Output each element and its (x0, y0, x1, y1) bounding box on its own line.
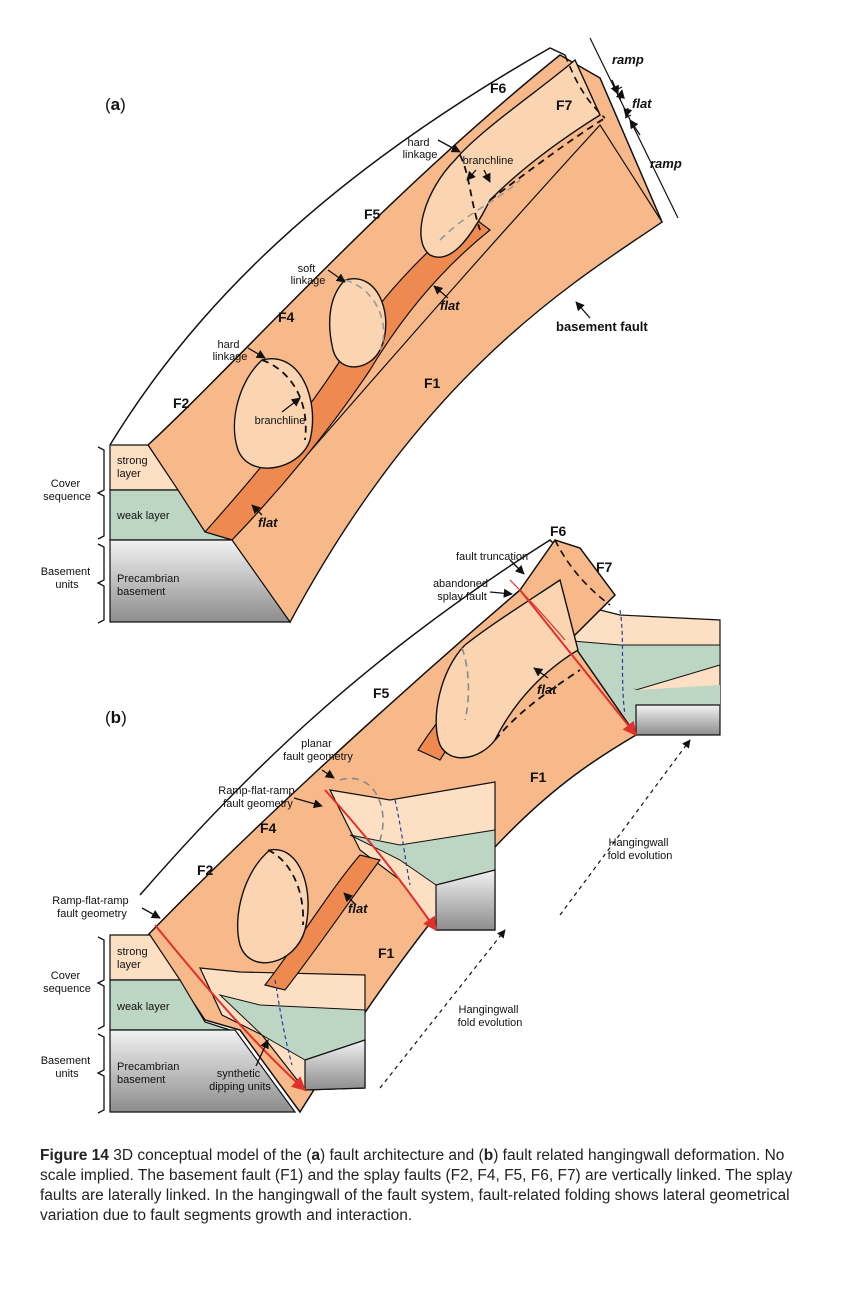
panel-b-f1-lower: F1 (378, 945, 395, 961)
panel-b-f5: F5 (373, 685, 390, 701)
panel-b-strong-layer: strong layer (117, 946, 151, 971)
panel-a-splay-f6 (420, 58, 601, 258)
panel-b-f4: F4 (260, 820, 277, 836)
panel-a-braces (96, 446, 105, 624)
panel-b-flat-lower: flat (348, 901, 368, 916)
panel-a-f7-dash (564, 54, 606, 119)
panel-a-soft-linkage: soft linkage (291, 263, 326, 287)
panel-b-rfr-left: Ramp-flat-ramp fault geometry (52, 895, 131, 920)
panel-a-hard-linkage-lower: hard linkage (213, 339, 248, 363)
panel-a-flat-dash (489, 117, 606, 201)
panel-b-flat-upper: flat (537, 682, 557, 697)
panel-b-arrows (141, 559, 549, 1067)
svg-text:(b): (b) (105, 708, 127, 727)
panel-b-fault-truncation: fault truncation (456, 551, 528, 563)
panel-a-weak-layer: weak layer (116, 510, 170, 522)
panel-b-top-outline (139, 539, 556, 896)
panel-a-f5: F5 (364, 206, 381, 222)
panel-b-cover-sequence: Cover sequence (43, 970, 91, 995)
panel-a-precambrian: Precambrian basement (117, 573, 182, 598)
panel-a-labels: (a) F6 F7 F5 F4 F2 F1 ramp flat ramp har… (41, 52, 682, 598)
panel-a-splay-f5 (328, 278, 387, 368)
panel-b-labels: (b) F6 F7 F5 F4 F2 F1 F1 fault truncatio… (41, 523, 673, 1093)
panel-a-block (109, 37, 679, 624)
panel-a-splay-f4 (233, 358, 314, 469)
panel-a-branchline-lower (261, 359, 307, 441)
panel-b-hw-fold-lower: Hangingwall fold evolution (458, 1004, 523, 1029)
panel-b-basement-units: Basement units (41, 1055, 94, 1080)
panel-a-f7: F7 (556, 97, 573, 113)
panel-a-basement-face (109, 539, 292, 623)
panel-a-arrows (247, 79, 641, 516)
panel-a-f6: F6 (490, 80, 507, 96)
figure-caption: Figure 14 3D conceptual model of the (a)… (40, 1147, 793, 1224)
panel-a-top-outline (109, 47, 566, 446)
panel-a-branchline-lower: branchline (255, 415, 306, 427)
panel-a-flat-lower: flat (258, 515, 278, 530)
panel-b-block (109, 539, 721, 1114)
panel-a-ramp-bottom: ramp (650, 156, 682, 171)
panel-b-hw-fold-upper: Hangingwall fold evolution (608, 837, 673, 862)
panel-b-splay-f4 (236, 849, 309, 964)
panel-a-branchline-top: branchline (463, 155, 514, 167)
caption-figure-label: Figure 14 (40, 1147, 109, 1164)
panel-b-weak-layer: weak layer (116, 1001, 170, 1013)
panel-a-basement-fault: basement fault (556, 319, 648, 334)
panel-a-basement-units: Basement units (41, 566, 94, 591)
panel-b-weak-layer-face (109, 979, 231, 1031)
panel-b-precambrian: Precambrian basement (117, 1061, 182, 1086)
panel-a-grey-dash-2 (439, 179, 521, 241)
panel-a-cover-sequence: Cover sequence (43, 478, 91, 503)
panel-a-f2: F2 (173, 395, 190, 411)
panel-a-hard-linkage-top: hard linkage (403, 137, 438, 161)
panel-a-strong-layer: strong layer (117, 455, 151, 480)
panel-a-footwall-face (231, 124, 663, 624)
panel-b-basement-face (109, 1029, 297, 1113)
panel-a-weak-layer-face (109, 489, 233, 541)
panel-b-f6: F6 (550, 523, 567, 539)
panel-a-flat-mid: flat (632, 96, 652, 111)
panel-b-braces (96, 936, 105, 1114)
panel-a-f1: F1 (424, 375, 441, 391)
panel-b-f7: F7 (596, 559, 613, 575)
panel-b-rfr-mid: Ramp-flat-ramp fault geometry (218, 785, 297, 810)
panel-a-branchline-upper (459, 154, 481, 231)
panel-a-flat-upper: flat (440, 298, 460, 313)
panel-a-grey-dash-1 (344, 279, 385, 351)
panel-b-splay-f5 (435, 578, 579, 759)
panel-b-f2: F2 (197, 862, 214, 878)
panel-b-f1-upper: F1 (530, 769, 547, 785)
svg-text:(a): (a) (105, 95, 126, 114)
panel-b-planar: planar fault geometry (283, 738, 353, 763)
panel-b-synthetic: synthetic dipping units (209, 1068, 271, 1093)
panel-a-ramp-top: ramp (612, 52, 644, 67)
panel-b-abandoned-splay: abandoned splay fault (433, 578, 491, 603)
panel-a-f4: F4 (278, 309, 295, 325)
